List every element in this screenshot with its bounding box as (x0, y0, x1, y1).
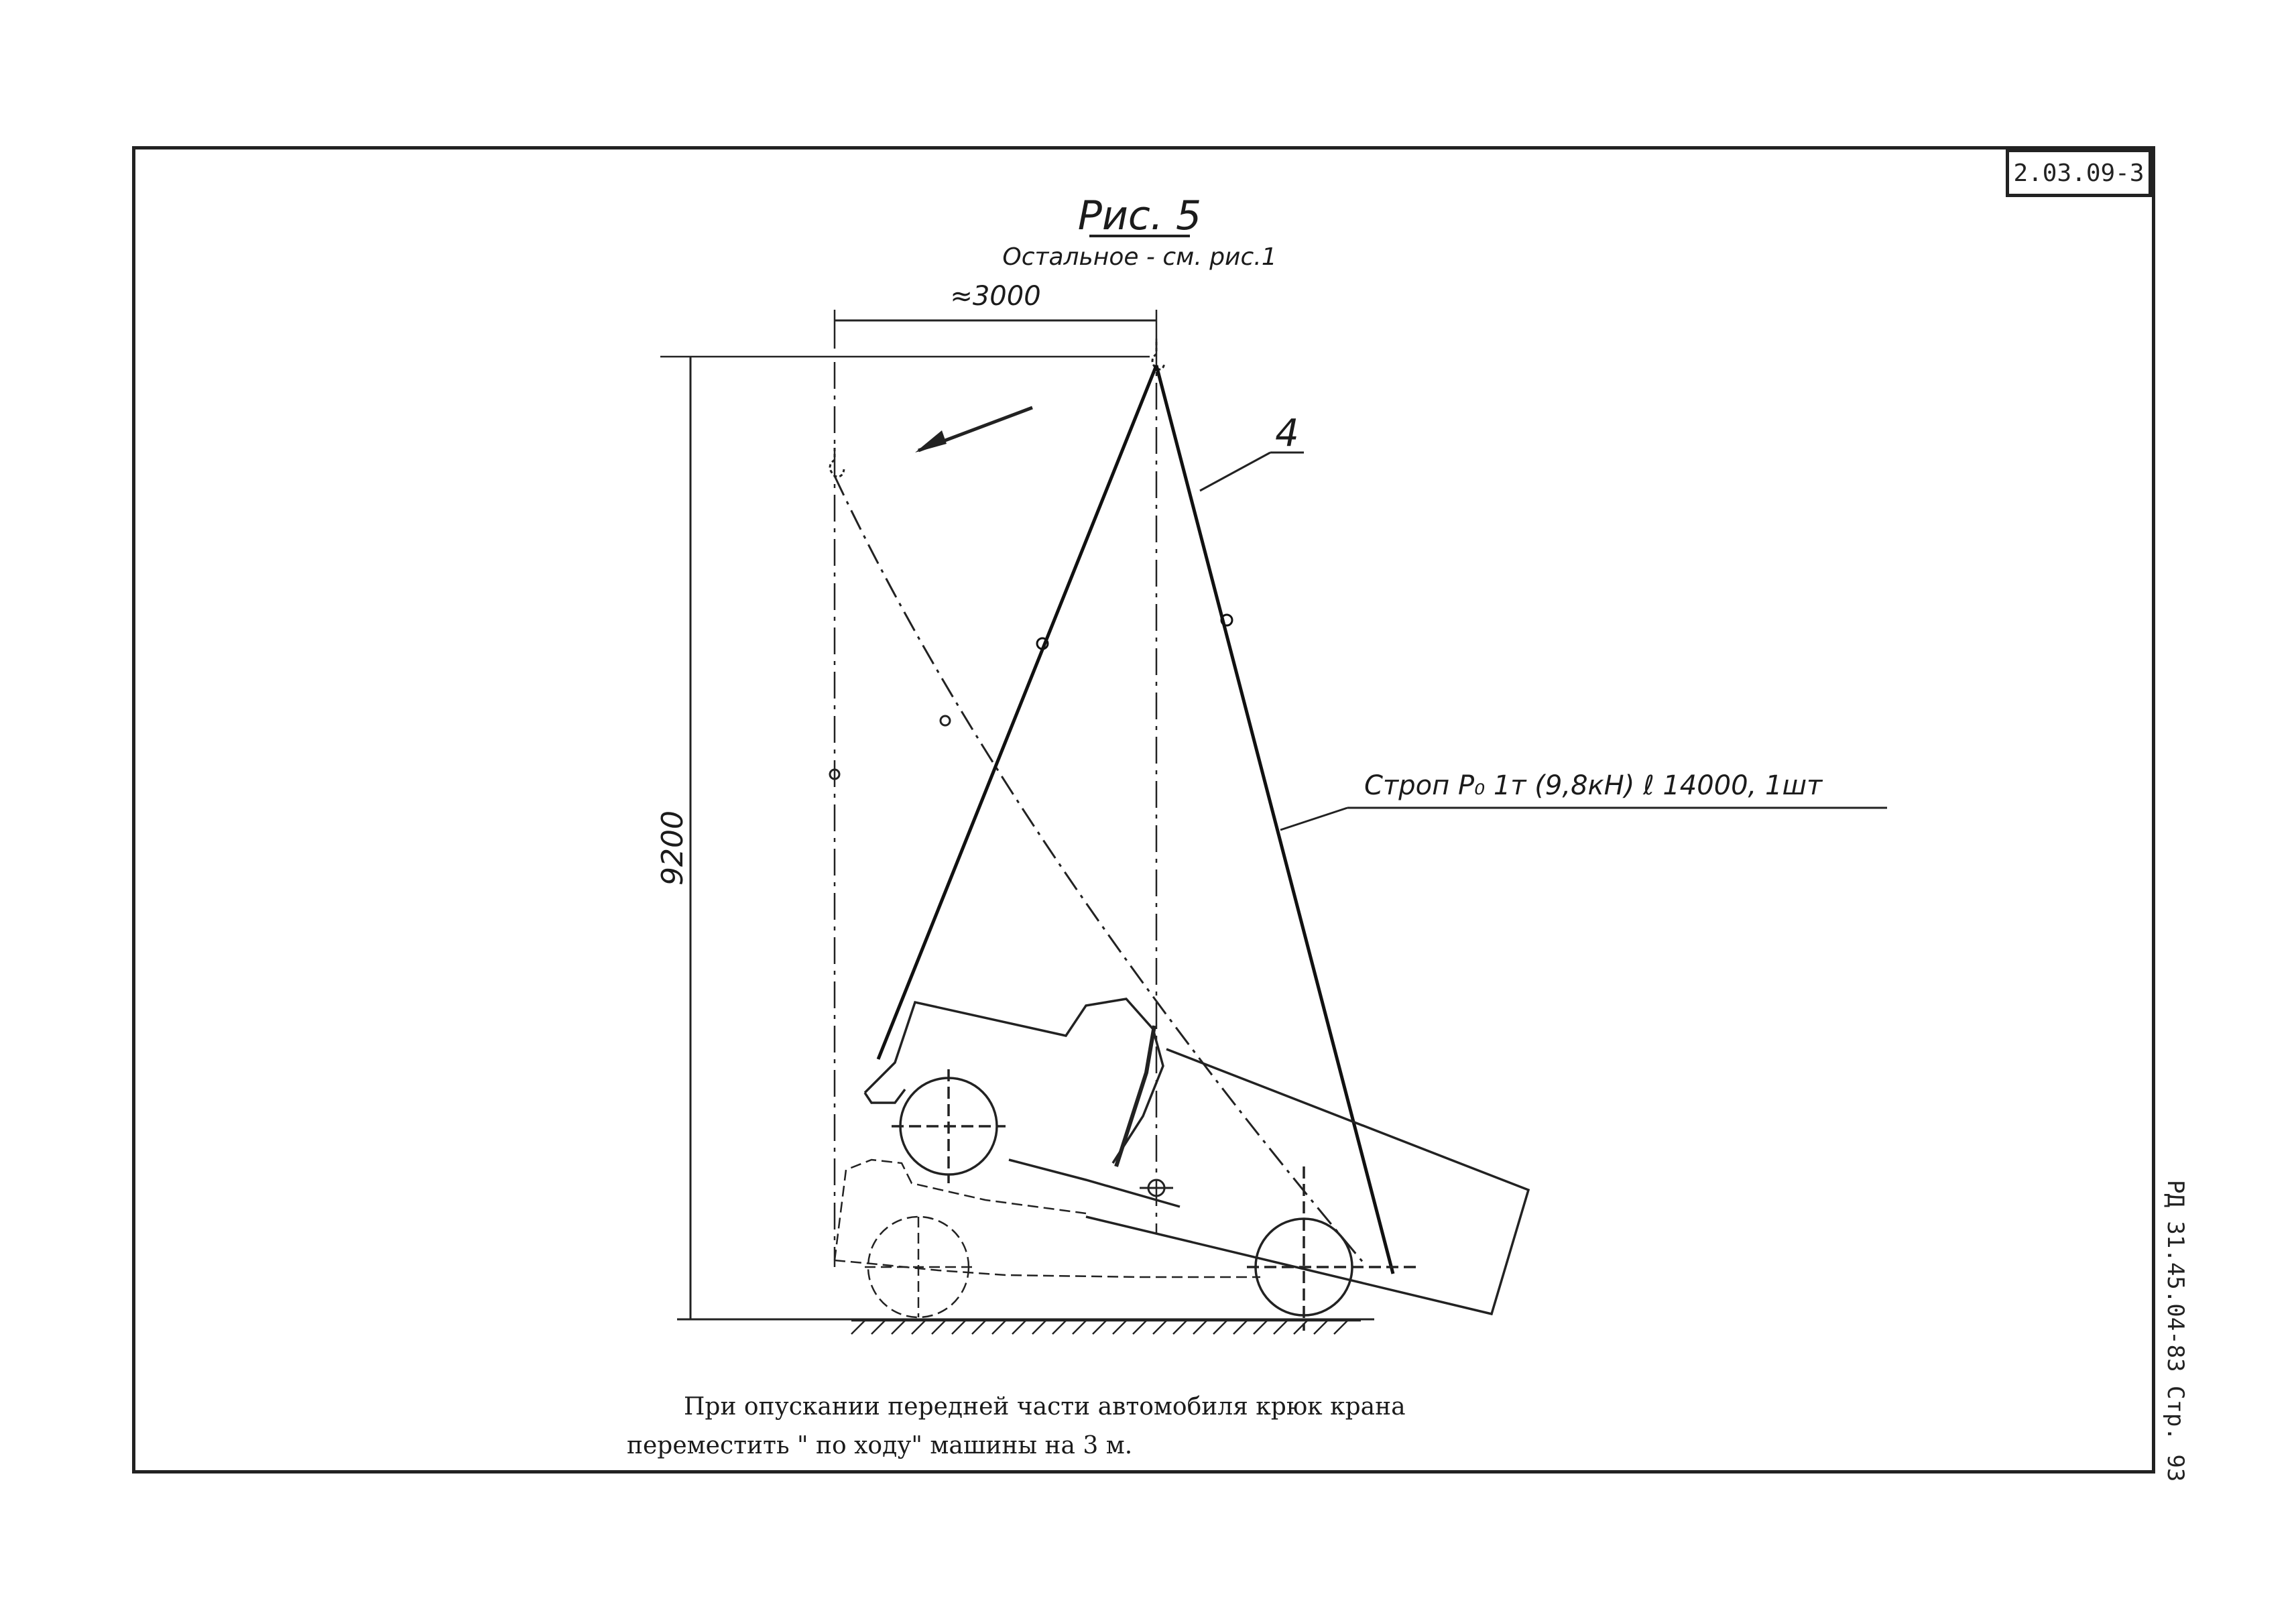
truck-ground-ghost (833, 1158, 1260, 1319)
sheet-code-box: 2.03.09-3 (2006, 149, 2152, 197)
sling-rear-marker (1220, 613, 1233, 627)
hook-left (829, 448, 845, 478)
sling-label-leader (1280, 806, 1348, 831)
hook-trajectory-arc (833, 475, 1366, 1264)
hook-top (1151, 342, 1166, 371)
truck-tilted (863, 998, 1530, 1331)
note-line-2: переместить " по ходу" машины на 3 м. (627, 1432, 1133, 1459)
side-stamp: РД 31.45.04-83 Стр. 93 (2162, 1180, 2189, 1482)
dim-vertical-label: 9200 (656, 810, 690, 886)
vertical-marker (829, 768, 841, 780)
trajectory-marker (939, 715, 951, 727)
figure-subtitle: Остальное - см. рис.1 (1002, 243, 1276, 271)
figure-title: Рис. 5 (1078, 192, 1201, 239)
note-line-1: При опускании передней части автомобиля … (684, 1393, 1406, 1421)
callout-4-leader (1199, 451, 1271, 492)
sling-label: Строп Р₀ 1т (9,8кН) ℓ 14000, 1шт (1364, 770, 1823, 801)
sling-front-marker (1036, 637, 1049, 650)
callout-4-number: 4 (1275, 412, 1299, 455)
movement-arrow-head (915, 430, 947, 453)
sling-rear (1154, 365, 1395, 1274)
dim-horizontal-label: ≈3000 (950, 281, 1040, 312)
ground-hatch (851, 1319, 1361, 1335)
drawing-frame (132, 146, 2155, 1474)
sling-front (876, 365, 1158, 1060)
